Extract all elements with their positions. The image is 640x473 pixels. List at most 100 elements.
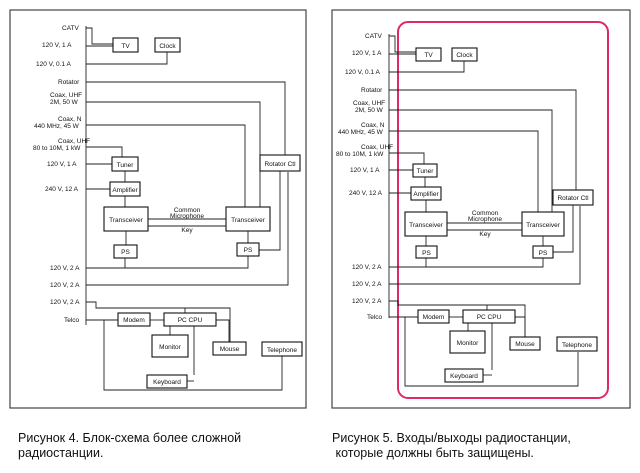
- label-rotator: Rotator: [58, 79, 80, 86]
- box-mouse: [509, 336, 541, 351]
- label-telco: Telco: [367, 314, 383, 321]
- label-coax-n: Coax, N: [58, 116, 82, 123]
- label-coax-uhf-1: Coax, UHF: [353, 100, 385, 107]
- box-rotator-ctl-label: Rotator Ctl: [264, 161, 296, 168]
- label-120v-2a-3: 120 V, 2 A: [352, 298, 382, 305]
- box-transceiver-2-label: Transceiver: [526, 222, 561, 229]
- box-modem: [117, 312, 151, 327]
- label-coax-uhf-1b: 2M, 50 W: [50, 99, 79, 106]
- figure-4-block-diagram: CATV 120 V, 1 A TV Clock 120 V, 0.1 A Ro…: [9, 9, 307, 409]
- box-mouse-label: Mouse: [220, 346, 240, 353]
- box-amplifier-label: Amplifier: [413, 191, 439, 198]
- box-pc-cpu-label: PC CPU: [477, 314, 502, 321]
- label-120v-1a-tv: 120 V, 1 A: [42, 42, 72, 49]
- caption-figure-4: Рисунок 4. Блок-схема более сложной ради…: [18, 431, 241, 461]
- label-key: Key: [479, 231, 491, 238]
- label-coax-uhf-2b: 80 to 10M, 1 kW: [336, 151, 384, 158]
- label-120v-2a-2: 120 V, 2 A: [352, 281, 382, 288]
- caption-figure-5-line2: которые должны быть защищены.: [332, 446, 534, 460]
- label-240v-12a: 240 V, 12 A: [45, 186, 79, 193]
- caption-figure-4-line2: радиостанции.: [18, 446, 104, 460]
- label-120v-01a: 120 V, 0.1 A: [36, 61, 71, 68]
- label-common: Common: [472, 210, 499, 217]
- caption-figure-5-line1: Рисунок 5. Входы/выходы радиостанции,: [332, 431, 571, 445]
- box-tuner-label: Tuner: [417, 168, 435, 175]
- box-keyboard-label: Keyboard: [450, 373, 478, 380]
- box-transceiver-1: [404, 211, 448, 237]
- label-rotator: Rotator: [361, 87, 383, 94]
- box-keyboard: [146, 374, 188, 389]
- box-transceiver-1-label: Transceiver: [409, 222, 444, 229]
- label-common: Common: [174, 207, 201, 214]
- box-ps-2-label: PS: [539, 250, 548, 257]
- caption-figure-4-line1: Рисунок 4. Блок-схема более сложной: [18, 431, 242, 445]
- box-modem-label: Modem: [423, 314, 445, 321]
- box-monitor: [151, 334, 189, 358]
- box-modem: [417, 309, 450, 324]
- label-120v-2a-1: 120 V, 2 A: [50, 265, 80, 272]
- box-pc-cpu: [163, 312, 217, 327]
- protected-zone-outline: [397, 21, 609, 399]
- box-clock: [154, 37, 181, 53]
- box-transceiver-2: [521, 211, 565, 237]
- box-keyboard: [444, 368, 484, 383]
- label-catv: CATV: [62, 25, 80, 32]
- label-coax-n: Coax, N: [361, 122, 385, 129]
- label-coax-uhf-2: Coax, UHF: [361, 144, 393, 151]
- figure-5-block-diagram: CATV 120 V, 1 A TV Clock 120 V, 0.1 A Ro…: [331, 9, 631, 409]
- box-tv-label: TV: [424, 52, 433, 59]
- box-amplifier-label: Amplifier: [112, 187, 138, 194]
- label-240v-12a: 240 V, 12 A: [349, 190, 383, 197]
- box-transceiver-2: [225, 206, 271, 232]
- box-telephone-label: Telephone: [562, 342, 592, 349]
- box-transceiver-1: [103, 206, 149, 232]
- label-microphone: Microphone: [170, 213, 204, 220]
- label-120v-2a-3: 120 V, 2 A: [50, 299, 80, 306]
- box-transceiver-2-label: Transceiver: [231, 217, 266, 224]
- label-coax-n-b: 440 MHz, 45 W: [34, 123, 80, 130]
- label-microphone: Microphone: [468, 216, 502, 223]
- box-ps-1-label: PS: [422, 250, 431, 257]
- box-tv: [415, 47, 442, 62]
- label-120v-1a: 120 V, 1 A: [350, 167, 380, 174]
- label-120v-01a: 120 V, 0.1 A: [345, 69, 380, 76]
- label-coax-uhf-1: Coax, UHF: [50, 92, 82, 99]
- label-coax-uhf-1b: 2M, 50 W: [355, 107, 384, 114]
- label-120v-1a-tv: 120 V, 1 A: [352, 50, 382, 57]
- label-120v-1a: 120 V, 1 A: [47, 161, 77, 168]
- box-tuner-label: Tuner: [117, 162, 135, 169]
- box-rotator-ctl-label: Rotator Ctl: [557, 195, 589, 202]
- label-coax-uhf-2: Coax, UHF: [58, 138, 90, 145]
- box-keyboard-label: Keyboard: [153, 379, 181, 386]
- box-monitor-label: Monitor: [457, 340, 480, 347]
- box-pc-cpu-label: PC CPU: [178, 317, 203, 324]
- box-mouse-label: Mouse: [515, 341, 535, 348]
- box-monitor: [449, 330, 486, 354]
- box-clock-label: Clock: [159, 43, 176, 50]
- label-key: Key: [181, 227, 193, 234]
- box-ps-1-label: PS: [121, 249, 130, 256]
- label-catv: CATV: [365, 33, 383, 40]
- box-ps-1: [415, 245, 438, 259]
- label-coax-n-b: 440 MHz, 45 W: [338, 129, 384, 136]
- box-clock-label: Clock: [456, 52, 473, 59]
- label-coax-uhf-2b: 80 to 10M, 1 kW: [33, 145, 81, 152]
- box-pc-cpu: [462, 309, 516, 324]
- box-ps-2-label: PS: [244, 247, 253, 254]
- box-telephone: [261, 341, 303, 357]
- box-ps-1: [113, 244, 138, 259]
- box-clock: [451, 47, 478, 62]
- caption-figure-5: Рисунок 5. Входы/выходы радиостанции, ко…: [332, 431, 571, 461]
- label-120v-2a-2: 120 V, 2 A: [50, 282, 80, 289]
- box-mouse: [212, 341, 247, 356]
- label-120v-2a-1: 120 V, 2 A: [352, 264, 382, 271]
- box-transceiver-1-label: Transceiver: [109, 217, 144, 224]
- box-tv-label: TV: [121, 43, 130, 50]
- box-telephone: [556, 336, 598, 352]
- label-telco: Telco: [64, 317, 80, 324]
- box-telephone-label: Telephone: [267, 347, 297, 354]
- box-modem-label: Modem: [123, 317, 145, 324]
- box-monitor-label: Monitor: [159, 344, 182, 351]
- box-tv: [112, 37, 139, 53]
